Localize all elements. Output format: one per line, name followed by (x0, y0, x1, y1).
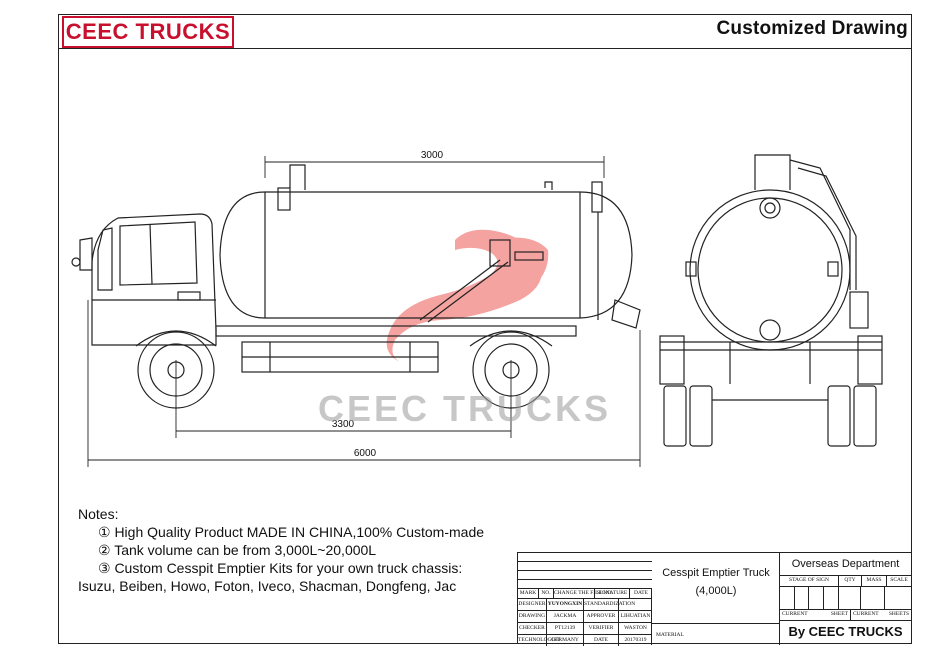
people-rows: DESIGNER YUYONGXIN STANDARDIZATION DRAWI… (518, 599, 652, 646)
dim-overall-length: 6000 (354, 448, 377, 459)
department-area: Overseas Department STAGE OF SIGN QTY MA… (780, 553, 911, 645)
people-row: CHECKER PT12139 VERIFIER WASTON (518, 623, 652, 635)
note-item: ① High Quality Product MADE IN CHINA,100… (98, 524, 485, 540)
notes-section: Notes: ① High Quality Product MADE IN CH… (78, 505, 484, 595)
dim-wheelbase: 3300 (332, 419, 355, 430)
dimension-lines (87, 156, 641, 467)
revision-grid: MARK NO. CHANGE THE FILE NO. SIGNATURE D… (518, 553, 652, 646)
people-row: DRAWING JACKMA APPROVER LIHUATIAN (518, 611, 652, 623)
stage-header: STAGE OF SIGN QTY MASS SCALE (780, 576, 911, 587)
product-capacity: (4,000L) (695, 585, 737, 597)
drawing-sheet-border (58, 14, 912, 644)
product-area: Cesspit Emptier Truck (4,000L) MATERIAL (652, 553, 780, 645)
by-line: By CEEC TRUCKS (788, 624, 903, 639)
people-row: DESIGNER YUYONGXIN STANDARDIZATION (518, 599, 652, 611)
note-item: ③ Custom Cesspit Emptier Kits for your o… (98, 560, 463, 576)
note-item: ② Tank volume can be from 3,000L~20,000L (98, 542, 377, 558)
product-name: Cesspit Emptier Truck (662, 567, 770, 579)
header-rule (58, 48, 912, 49)
brand-logo-box: CEEC TRUCKS (62, 16, 234, 48)
watermark-text: CEEC TRUCKS (318, 388, 612, 429)
rear-view (659, 154, 883, 447)
side-view (71, 164, 641, 409)
notes-heading: Notes: (78, 506, 119, 522)
dim-tank-length: 3000 (421, 150, 444, 161)
revision-rows (518, 553, 652, 589)
stage-cells (780, 587, 911, 610)
note-chassis-list: Isuzu, Beiben, Howo, Foton, Iveco, Shacm… (78, 578, 457, 594)
sheet-row: CURRENT SHEET CURRENT SHEETS (780, 610, 911, 621)
title-block: MARK NO. CHANGE THE FILE NO. SIGNATURE D… (517, 552, 912, 646)
department-name: Overseas Department (780, 553, 911, 576)
revision-header: MARK NO. CHANGE THE FILE NO. SIGNATURE D… (518, 589, 652, 599)
red-logo-watermark (386, 229, 549, 362)
material-label: MATERIAL (652, 623, 780, 645)
people-row: TECHNOLOGIST GERMANY DATE 20170319 (518, 635, 652, 646)
drawing-title: Customized Drawing (716, 18, 908, 39)
